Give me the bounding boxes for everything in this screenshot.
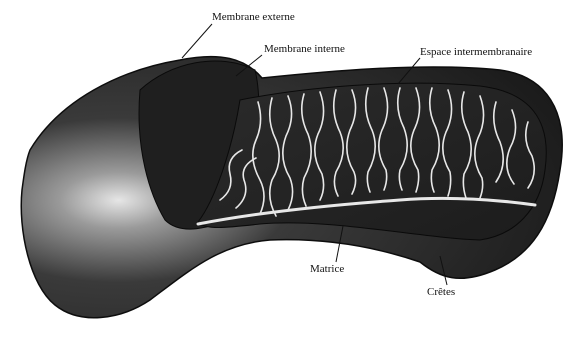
label-espace-intermembranaire: Espace intermembranaire (420, 47, 532, 58)
label-matrice: Matrice (310, 264, 344, 275)
leader-membrane-externe (182, 24, 212, 58)
label-cretes: Crêtes (427, 287, 455, 298)
label-membrane-interne: Membrane interne (264, 44, 345, 55)
label-membrane-externe: Membrane externe (212, 12, 295, 23)
